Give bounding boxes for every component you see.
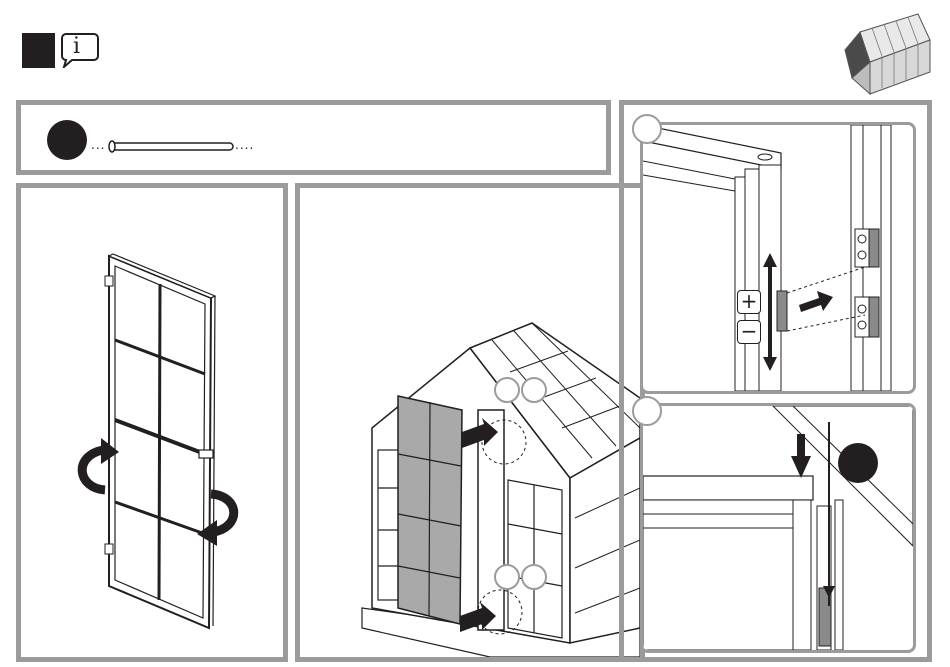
- step-number-square: [22, 33, 55, 68]
- part-leader-right: ....: [235, 138, 254, 152]
- callout-circle-bottom-left: [494, 564, 520, 590]
- detail-a-callout-circle: [632, 114, 662, 144]
- part-leader-left: ...: [91, 138, 105, 152]
- callout-circle-top-left: [494, 377, 520, 403]
- hinge-adjust-illustration: [643, 125, 913, 391]
- detail-b-callout-circle: [632, 396, 662, 426]
- plus-button: +: [737, 290, 761, 314]
- greenhouse-illustration: [300, 188, 640, 657]
- door-rotation-illustration: [21, 188, 283, 657]
- callout-circle-top-right: [521, 377, 547, 403]
- parts-panel: ... ....: [16, 100, 611, 175]
- greenhouse-main-panel: [295, 183, 645, 662]
- detail-pin-insert: [640, 403, 916, 653]
- detail-hinge-adjust: + −: [640, 122, 916, 394]
- callout-circle-bottom-right: [521, 564, 547, 590]
- pin-insert-illustration: [643, 406, 913, 650]
- pin-rod-icon: [107, 140, 237, 154]
- minus-button: −: [737, 320, 761, 344]
- part-marker-circle-detail: [838, 443, 878, 483]
- part-marker-circle: [47, 120, 87, 160]
- info-glyph: i: [73, 34, 80, 59]
- door-rotation-panel: [16, 183, 288, 662]
- greenhouse-thumbnail: [840, 10, 935, 95]
- info-icon: i: [60, 32, 100, 68]
